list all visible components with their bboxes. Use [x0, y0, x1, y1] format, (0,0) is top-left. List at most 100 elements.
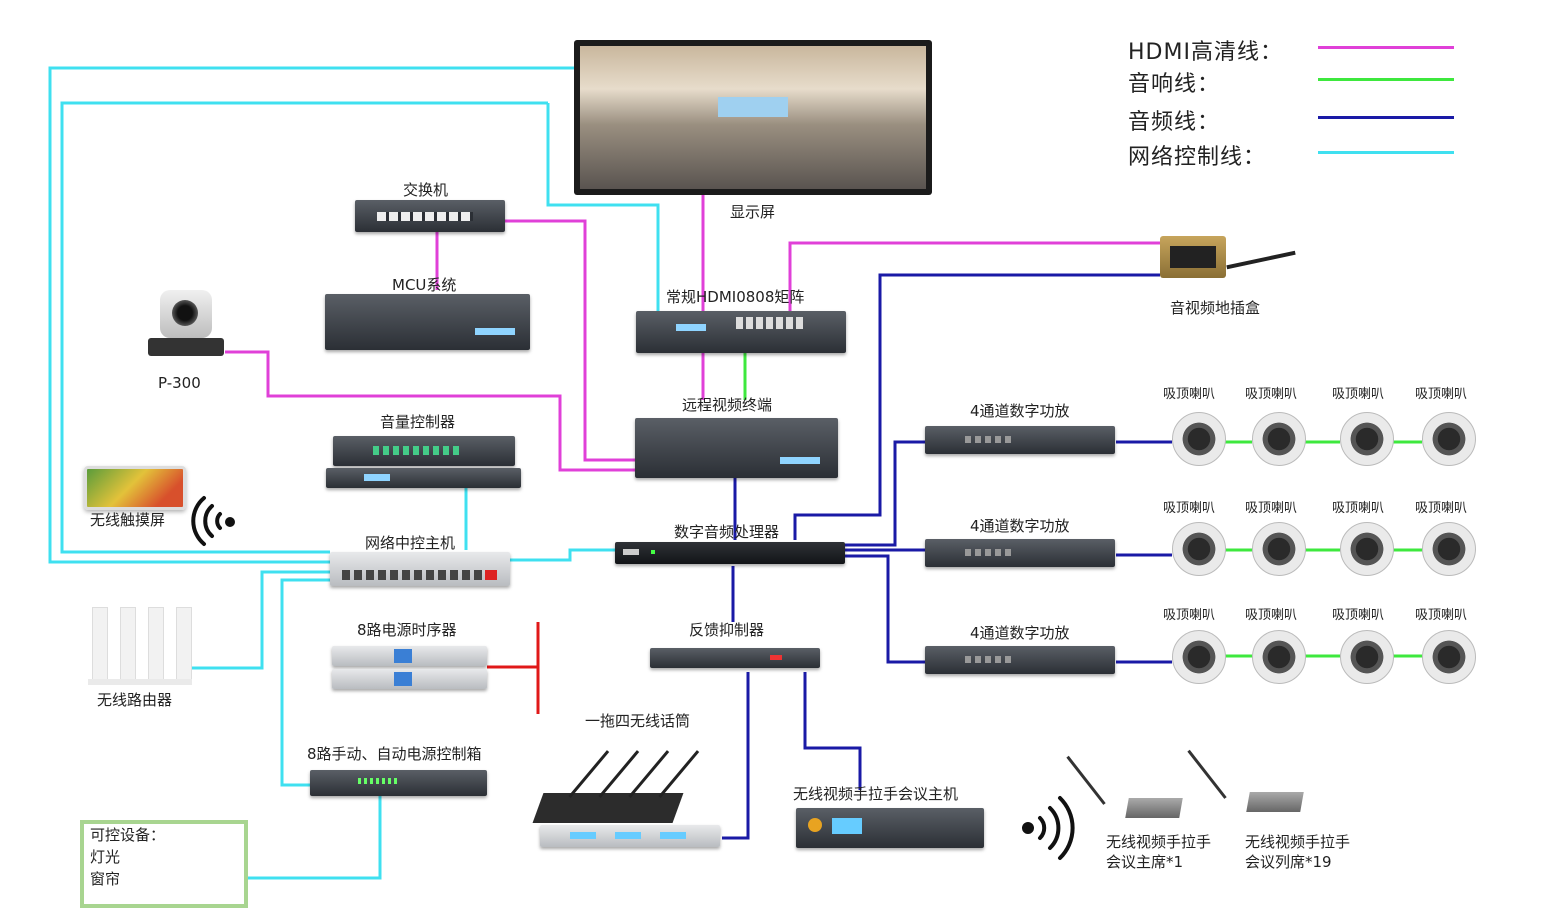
speaker-label: 吸顶喇叭	[1415, 501, 1468, 516]
ceiling-speaker	[1340, 412, 1394, 466]
network-switch	[355, 200, 505, 232]
audio-line-dsp-amp3	[845, 554, 925, 664]
legend-swatch-hdmi	[1318, 46, 1454, 49]
legend-label-network: 网络控制线：	[1128, 145, 1267, 170]
mcu-system	[325, 294, 530, 350]
chair-unit-label: 无线视频手拉手 会议主席*1	[1106, 832, 1211, 872]
audio-line-dsp-amp1	[845, 440, 925, 547]
ceiling-speaker	[1252, 630, 1306, 684]
conference-host	[796, 808, 984, 848]
wifi-icons	[191, 496, 1075, 860]
switch-label: 交换机	[403, 181, 449, 199]
av-floor-box-icon	[1160, 228, 1310, 288]
router-icon	[88, 607, 192, 685]
wifi-icon-touch	[191, 496, 235, 546]
feedback-suppressor	[650, 648, 820, 668]
display-screen	[574, 40, 932, 195]
network-line-router	[190, 570, 338, 670]
power-sequencer-label: 8路电源时序器	[357, 621, 457, 639]
conference-host-label: 无线视频手拉手会议主机	[793, 785, 959, 803]
delegate-unit-label-line2: 会议列席*19	[1245, 853, 1332, 871]
chair-unit-label-line2: 会议主席*1	[1106, 853, 1184, 871]
wifi-icon-conference	[1022, 796, 1075, 860]
speaker-label: 吸顶喇叭	[1163, 387, 1216, 402]
volume-controller-bottom	[326, 468, 521, 488]
speaker-label: 吸顶喇叭	[1245, 387, 1298, 402]
display-label: 显示屏	[730, 203, 776, 221]
speaker-label: 吸顶喇叭	[1245, 608, 1298, 623]
amplifier-1-label: 4通道数字功放	[970, 402, 1070, 420]
central-control-host	[330, 552, 510, 586]
ceiling-speaker	[1422, 630, 1476, 684]
speaker-label: 吸顶喇叭	[1245, 501, 1298, 516]
ceiling-speaker	[1422, 522, 1476, 576]
legend-label-hdmi: HDMI高清线：	[1128, 40, 1283, 65]
amplifier-3-label: 4通道数字功放	[970, 624, 1070, 642]
network-line-controllable	[244, 795, 382, 880]
chair-unit-label-line1: 无线视频手拉手	[1106, 833, 1212, 851]
legend-label-audio: 音频线：	[1128, 110, 1221, 135]
ceiling-speaker	[1172, 412, 1226, 466]
legend-swatch-audio	[1318, 116, 1454, 119]
speaker-label: 吸顶喇叭	[1332, 608, 1385, 623]
ceiling-speaker	[1340, 522, 1394, 576]
feedback-suppressor-label: 反馈抑制器	[689, 621, 765, 639]
ceiling-speaker	[1422, 412, 1476, 466]
hdmi-line-switch-terminal	[505, 219, 635, 462]
amplifier-1	[925, 426, 1115, 454]
audio-line-feedback-mic	[722, 672, 750, 840]
speaker-label: 吸顶喇叭	[1332, 387, 1385, 402]
amplifier-2-label: 4通道数字功放	[970, 517, 1070, 535]
mcu-label: MCU系统	[392, 276, 457, 294]
network-control-lines	[48, 66, 660, 880]
wireless-mic-icon	[532, 733, 723, 853]
controllable-devices-box: 可控设备： 灯光 窗帘	[80, 820, 248, 908]
network-line-display-inner	[60, 101, 548, 554]
power-lines	[487, 622, 540, 714]
video-terminal-label: 远程视频终端	[682, 396, 773, 414]
wireless-mic-label: 一拖四无线话筒	[585, 712, 691, 730]
hdmi-line-floorbox-matrix	[788, 241, 1160, 312]
controllable-item-curtain: 窗帘	[90, 870, 121, 888]
volume-controller-top	[333, 436, 515, 466]
touch-screen-icon	[84, 466, 186, 510]
controllable-item-light: 灯光	[90, 848, 121, 866]
chair-unit-icon	[1066, 742, 1185, 822]
touch-screen-label: 无线触摸屏	[90, 511, 166, 529]
hdmi-lines	[225, 193, 1160, 472]
audio-line-floorbox-dsp	[793, 273, 1160, 540]
camera-icon	[148, 290, 224, 360]
network-line-dsp	[505, 548, 615, 562]
audio-lines	[722, 273, 1172, 840]
speaker-label: 吸顶喇叭	[1163, 501, 1216, 516]
legend-swatch-network	[1318, 151, 1454, 154]
dsp-label: 数字音频处理器	[674, 523, 780, 541]
delegate-unit-icon	[1187, 736, 1304, 816]
speaker-label: 吸顶喇叭	[1415, 608, 1468, 623]
hdmi-matrix	[636, 311, 846, 353]
power-sequencer-unit-1	[332, 646, 487, 666]
matrix-label: 常规HDMI0808矩阵	[666, 288, 805, 306]
legend-label-speaker: 音响线：	[1128, 72, 1221, 97]
display-screen-image	[580, 46, 926, 189]
ceiling-speaker	[1252, 412, 1306, 466]
power-box-label: 8路手动、自动电源控制箱	[307, 745, 482, 763]
digital-audio-processor	[615, 542, 845, 564]
power-control-box	[310, 770, 487, 796]
speaker-label: 吸顶喇叭	[1415, 387, 1468, 402]
av-floor-box-label: 音视频地插盒	[1170, 299, 1261, 317]
amplifier-2	[925, 539, 1115, 567]
volume-controller-label: 音量控制器	[380, 413, 456, 431]
ceiling-speaker	[1340, 630, 1394, 684]
amplifier-3	[925, 646, 1115, 674]
delegate-unit-label-line1: 无线视频手拉手	[1245, 833, 1351, 851]
central-control-label: 网络中控主机	[365, 534, 456, 552]
router-label: 无线路由器	[97, 691, 173, 709]
controllable-title: 可控设备：	[90, 826, 166, 844]
legend-swatch-speaker	[1318, 78, 1454, 81]
speaker-label: 吸顶喇叭	[1332, 501, 1385, 516]
speaker-label: 吸顶喇叭	[1163, 608, 1216, 623]
video-terminal	[635, 418, 838, 478]
power-sequencer-unit-2	[332, 669, 487, 689]
ceiling-speaker	[1172, 522, 1226, 576]
